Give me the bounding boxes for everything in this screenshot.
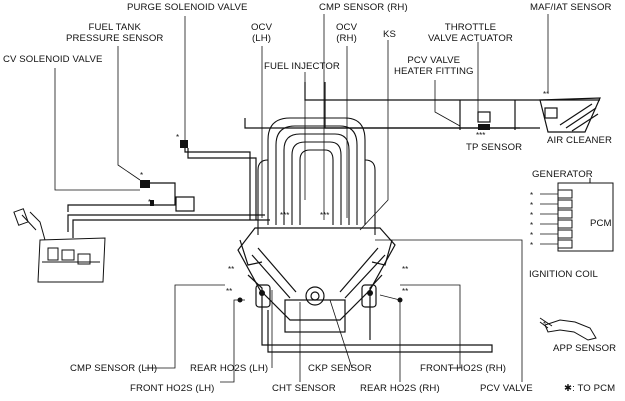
front-ho2s-lh-label: FRONT HO2S (LH) [130, 383, 215, 394]
sensor-markers [140, 124, 490, 303]
cht-sensor-label: CHT SENSOR [272, 383, 336, 394]
svg-text:**: ** [402, 287, 408, 296]
generator-label: GENERATOR [532, 169, 593, 180]
svg-text:**: ** [402, 265, 408, 274]
fuel-tank-pressure-sensor-label: FUEL TANK PRESSURE SENSOR [66, 22, 164, 44]
engine-block [237, 227, 493, 353]
ks-label: KS [383, 29, 396, 40]
rear-ho2s-rh-label: REAR HO2S (RH) [360, 383, 440, 394]
fuel-tank [13, 208, 106, 283]
throttle-valve-actuator-label: THROTTLE VALVE ACTUATOR [428, 22, 513, 44]
hoses [67, 145, 270, 238]
svg-text:*: * [140, 171, 143, 180]
cv-solenoid-valve-label: CV SOLENOID VALVE [3, 54, 103, 65]
cmp-sensor-rh-label: CMP SENSOR (RH) [319, 2, 408, 13]
front-ho2s-rh-label: FRONT HO2S (RH) [420, 363, 507, 374]
svg-text:*: * [530, 201, 533, 210]
leader-lines [54, 14, 549, 383]
air-cleaner-label: AIR CLEANER [547, 135, 613, 146]
svg-text:***: *** [320, 211, 329, 220]
svg-text:*: * [530, 191, 533, 200]
svg-text:***: *** [476, 131, 485, 140]
intake-manifold [257, 117, 376, 235]
app-sensor-drawing [539, 317, 597, 341]
ocv-lh-label: OCV (LH) [251, 22, 273, 44]
purge-solenoid-valve-label: PURGE SOLENOID VALVE [127, 2, 248, 13]
svg-text:*: * [530, 231, 533, 240]
app-sensor-label: APP SENSOR [553, 343, 617, 354]
svg-text:*: * [543, 320, 546, 329]
svg-text:*: * [176, 133, 179, 142]
svg-text:*: * [530, 211, 533, 220]
maf-iat-sensor-label: MAF/IAT SENSOR [530, 2, 612, 13]
svg-text:*: * [530, 221, 533, 230]
pcv-valve-label: PCV VALVE [480, 383, 533, 394]
pcm-asterisks: * * * *** ** ** ** ** ** *** *** * * * *… [140, 90, 549, 329]
svg-text:***: *** [280, 211, 289, 220]
cmp-sensor-lh-label: CMP SENSOR (LH) [70, 363, 158, 374]
tp-sensor-label: TP SENSOR [466, 142, 523, 153]
ocv-rh-label: OCV (RH) [336, 22, 358, 44]
rear-ho2s-lh-label: REAR HO2S (LH) [190, 363, 269, 374]
ckp-sensor-label: CKP SENSOR [308, 363, 372, 374]
pcm-group [540, 178, 614, 252]
to-pcm-note: ✱: TO PCM [564, 383, 616, 394]
svg-text:**: ** [226, 287, 232, 296]
ignition-coil-label: IGNITION COIL [529, 269, 598, 280]
svg-text:*: * [530, 241, 533, 250]
pcm-label: PCM [590, 218, 612, 229]
intake-duct [244, 82, 601, 133]
svg-text:**: ** [543, 90, 549, 99]
pcv-valve-heater-fitting-label: PCV VALVE HEATER FITTING [394, 55, 474, 77]
svg-text:**: ** [228, 265, 234, 274]
svg-text:*: * [148, 198, 151, 207]
fuel-injector-label: FUEL INJECTOR [264, 61, 340, 72]
